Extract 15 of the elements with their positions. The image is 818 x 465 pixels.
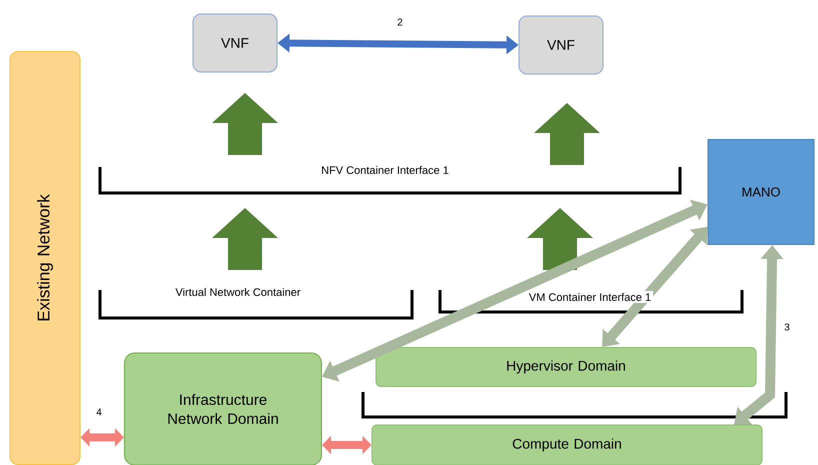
process-box: VNF [518, 16, 604, 74]
process-box: Hypervisor Domain [376, 347, 756, 387]
bracket-label: NFV Container Interface 1 [319, 164, 451, 176]
process-box: Infrastructure Network Domain [124, 352, 322, 465]
process-box: Compute Domain [372, 424, 762, 465]
arrow [322, 436, 372, 454]
bracket-label: VM Container Interface 1 [526, 290, 654, 304]
edge-label: 4 [95, 408, 103, 416]
bracket-label: Virtual Network Container [173, 286, 303, 298]
process-box: MANO [708, 139, 814, 245]
arrow [80, 428, 124, 447]
edge-label: 2 [396, 18, 404, 26]
edge-label: 3 [783, 322, 791, 332]
process-box: VNF [192, 14, 278, 72]
band: Existing Network [10, 51, 81, 465]
